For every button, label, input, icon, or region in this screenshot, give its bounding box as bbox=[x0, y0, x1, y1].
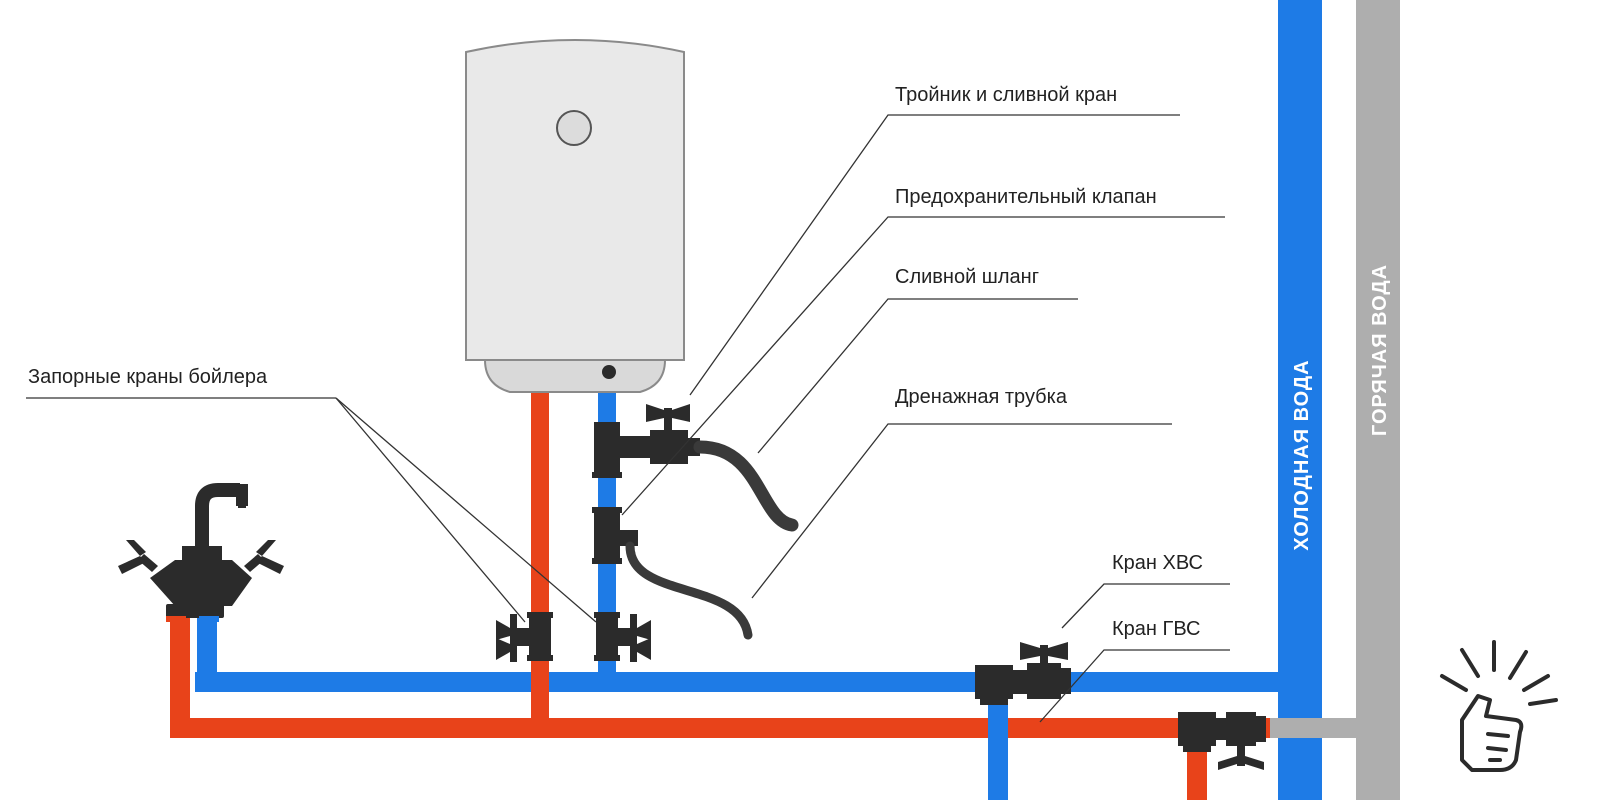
thermostat-indicator bbox=[556, 110, 592, 146]
label-cold-water-tap-text: Кран ХВС bbox=[1112, 552, 1203, 574]
label-boiler-shutoff-valves-text: Запорные краны бойлера bbox=[28, 366, 268, 388]
boiler-hot-shutoff-valve bbox=[496, 612, 553, 662]
cold-main-pipe bbox=[195, 672, 1280, 692]
hot-main-pipe bbox=[170, 718, 1270, 738]
label-safety-valve-text: Предохранительный клапан bbox=[895, 186, 1157, 208]
drain-hose bbox=[693, 440, 799, 532]
label-drain-hose: Сливной шланг bbox=[757, 266, 1078, 454]
label-boiler-shutoff-valves: Запорные краны бойлера bbox=[26, 366, 597, 623]
drainage-tube bbox=[625, 541, 753, 640]
boiler-hot-pipe bbox=[531, 392, 549, 738]
label-hot-water-tap-text: Кран ГВС bbox=[1112, 618, 1200, 640]
cold-down-pipe bbox=[988, 690, 1008, 800]
label-drainage-tube: Дренажная трубка bbox=[751, 386, 1172, 599]
thumbs-up-icon bbox=[1440, 640, 1558, 772]
boiler-cold-shutoff-valve bbox=[594, 612, 651, 662]
label-tee-and-drain-tap-text: Тройник и сливной кран bbox=[895, 84, 1117, 106]
boiler-bottom-port bbox=[602, 365, 616, 379]
mixer-faucet-icon bbox=[118, 483, 284, 622]
safety-valve bbox=[592, 507, 638, 564]
label-drainage-tube-text: Дренажная трубка bbox=[895, 386, 1068, 408]
cold-water-riser-label: ХОЛОДНАЯ ВОДА bbox=[1291, 359, 1313, 550]
label-hot-water-tap: Кран ГВС bbox=[1039, 618, 1230, 723]
hot-water-riser: ГОРЯЧАЯ ВОДА bbox=[1356, 0, 1400, 800]
label-drain-hose-text: Сливной шланг bbox=[895, 266, 1039, 288]
tee-with-drain-tap bbox=[592, 404, 700, 478]
mixer-cold-pipe bbox=[197, 615, 217, 692]
label-tee-and-drain-tap: Тройник и сливной кран bbox=[689, 84, 1180, 396]
cold-water-tap-fitting bbox=[975, 642, 1071, 705]
mixer-hot-pipe bbox=[170, 615, 190, 738]
hot-water-tap-fitting bbox=[1178, 712, 1266, 770]
hot-water-riser-label: ГОРЯЧАЯ ВОДА bbox=[1369, 264, 1391, 436]
hot-riser-connector bbox=[1268, 718, 1358, 738]
water-heater-tank bbox=[465, 39, 685, 393]
hot-down-pipe bbox=[1187, 738, 1207, 800]
label-safety-valve: Предохранительный клапан bbox=[621, 186, 1225, 516]
cold-water-riser: ХОЛОДНАЯ ВОДА bbox=[1278, 0, 1322, 800]
label-cold-water-tap: Кран ХВС bbox=[1061, 552, 1230, 629]
